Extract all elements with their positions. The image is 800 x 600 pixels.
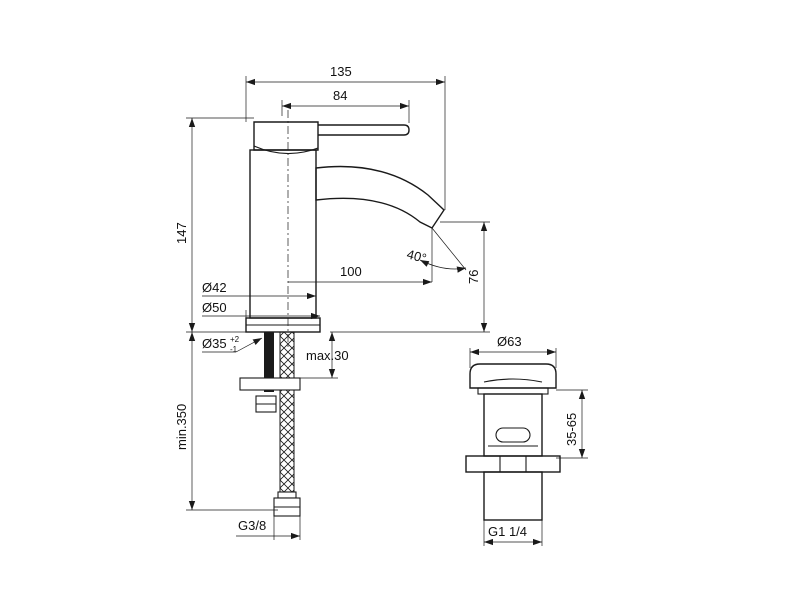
dim-waste-range: 35-65 (564, 413, 579, 446)
dim-height-total: 147 (174, 222, 189, 244)
dim-hole-tol-minus: -1 (230, 345, 238, 354)
dim-waste-diameter: Ø63 (497, 334, 522, 349)
waste-thread (483, 471, 543, 521)
dim-hose-thread: G3/8 (238, 518, 266, 533)
waste-valve-view: Ø63 35-65 G1 1/4 (465, 334, 588, 546)
faucet-spout (315, 165, 445, 229)
dim-spout-angle: 40° (405, 246, 428, 266)
braided-hose (279, 331, 295, 493)
waste-nut (465, 455, 561, 473)
dim-hose-length: min.350 (174, 404, 189, 450)
dim-max-thickness: max.30 (306, 348, 349, 363)
faucet-body (249, 149, 317, 319)
dim-body-diameter: Ø42 (202, 280, 227, 295)
faucet-lever (318, 124, 410, 136)
mounting-assembly: Ø35 +2 -1 max.30 min.350 G3/8 (174, 331, 349, 540)
dim-hole-tol-plus: +2 (230, 335, 240, 344)
dim-spout-height: 76 (466, 270, 481, 284)
dim-waste-thread: G1 1/4 (488, 524, 527, 539)
faucet-view: 135 84 147 100 76 40° Ø42 Ø50 (174, 64, 490, 350)
dim-width-total: 135 (330, 64, 352, 79)
waste-cap (469, 363, 557, 389)
dim-base-diameter: Ø50 (202, 300, 227, 315)
waste-body (483, 393, 543, 457)
dim-handle-length: 84 (333, 88, 347, 103)
dim-hole-diameter: Ø35 (202, 336, 227, 351)
faucet-handle-cap (253, 121, 319, 151)
dim-spout-reach: 100 (340, 264, 362, 279)
